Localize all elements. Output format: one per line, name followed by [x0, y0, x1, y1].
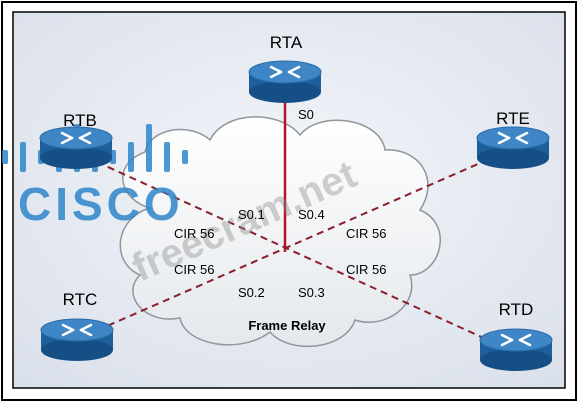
router-arrows-icon	[61, 323, 93, 337]
router-arrows-icon	[497, 131, 529, 145]
router-label-rte: RTE	[496, 109, 530, 128]
router-arrows-icon	[500, 333, 532, 347]
frame-relay-label: Frame Relay	[248, 318, 326, 333]
cir-label-rtb: CIR 56	[174, 226, 214, 241]
router-rtc[interactable]	[40, 318, 114, 361]
interface-label-s0-4: S0.4	[298, 207, 325, 222]
interface-label-s0-2: S0.2	[238, 285, 265, 300]
interface-label-s0-1: S0.1	[238, 207, 265, 222]
router-arrows-icon	[60, 131, 92, 145]
router-arrows-icon	[269, 65, 301, 79]
interface-label-s0: S0	[298, 107, 314, 122]
router-rta[interactable]	[248, 60, 322, 103]
interface-label-s0-3: S0.3	[298, 285, 325, 300]
router-label-rta: RTA	[270, 33, 303, 52]
cir-label-rtd: CIR 56	[346, 262, 386, 277]
cisco-logo-watermark: CISCO	[2, 124, 188, 230]
router-label-rtb: RTB	[63, 111, 97, 130]
cir-label-rtc: CIR 56	[174, 262, 214, 277]
cir-label-rte: CIR 56	[346, 226, 386, 241]
router-rtd[interactable]	[479, 328, 553, 371]
router-rte[interactable]	[476, 126, 550, 169]
router-label-rtd: RTD	[499, 300, 534, 319]
router-rtb[interactable]	[39, 126, 113, 169]
router-label-rtc: RTC	[63, 290, 98, 309]
link-rtb-rtd	[74, 151, 511, 351]
cisco-wordmark: CISCO	[18, 178, 184, 230]
frame-relay-cloud	[119, 116, 441, 348]
